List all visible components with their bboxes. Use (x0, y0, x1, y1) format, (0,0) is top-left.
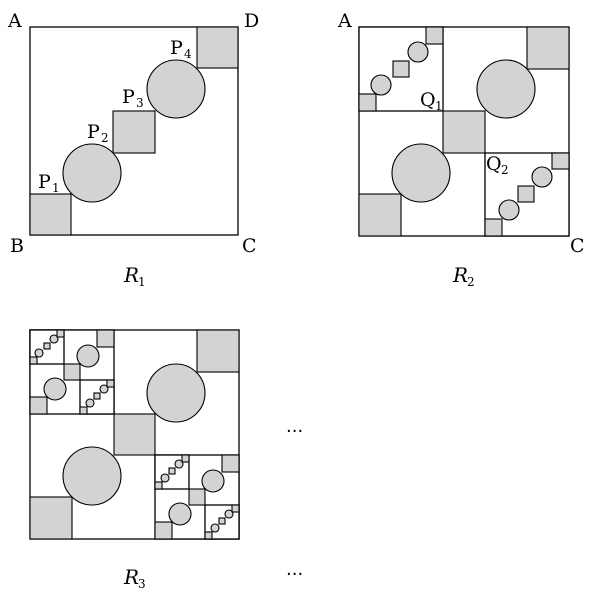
r2-small-square-bottom-left (358, 193, 402, 237)
r3-tiny-circle-2 (76, 344, 100, 368)
r1-caption: R 1 (123, 263, 146, 289)
r3-micro-circle-7 (210, 523, 220, 533)
r3-tiny-square-3 (96, 329, 115, 348)
r3-circle-upper (146, 363, 206, 423)
r2-small-square-top-right (526, 26, 570, 70)
r3-micro-circle-6 (174, 459, 184, 469)
r2-tiny-square-6 (551, 152, 570, 170)
r3-small-square-top-right (196, 329, 240, 373)
svg-text:4: 4 (184, 47, 192, 61)
r2-small-square-center (442, 110, 486, 154)
svg-text:1: 1 (138, 275, 146, 289)
svg-text:P: P (87, 121, 100, 143)
svg-text:2: 2 (467, 275, 475, 289)
r3-micro-square-11 (218, 517, 226, 525)
r3-tiny-square-5 (188, 488, 206, 506)
r3-micro-square-3 (56, 329, 65, 338)
svg-text:P: P (122, 86, 135, 108)
r3-caption: R 3 (123, 565, 146, 591)
r2-corner-label-c: C (570, 235, 585, 257)
r1-point-label-p4: P 4 (170, 37, 192, 61)
r3-micro-square-2 (43, 342, 51, 350)
r3-micro-square-9 (181, 454, 190, 463)
r3-micro-circle-5 (160, 473, 170, 483)
svg-text:3: 3 (138, 577, 146, 591)
svg-text:R: R (123, 565, 139, 589)
r2-tiny-square-2 (392, 60, 410, 78)
r3-micro-square-12 (231, 504, 240, 513)
r3-micro-circle-2 (49, 334, 59, 344)
svg-text:Q: Q (486, 153, 502, 175)
r1-corner-label-b: B (10, 235, 24, 257)
r1-circle-upper (146, 59, 206, 119)
r2-tiny-circle-4 (531, 166, 553, 188)
ellipsis-bottom: ··· (286, 564, 303, 585)
figure-r1: A D B C P 1 P 2 P 3 P 4 R 1 (7, 10, 259, 289)
r3-micro-circle-8 (224, 509, 234, 519)
r3-small-square-bottom-left (29, 496, 73, 540)
r3-tiny-square-6 (221, 454, 240, 473)
r1-small-square-center (112, 110, 156, 154)
r1-circle-lower (62, 143, 122, 203)
r3-tiny-square-2 (63, 363, 81, 381)
r3-tiny-square-1 (29, 396, 48, 415)
r3-micro-square-5 (93, 392, 101, 400)
r1-corner-label-d: D (244, 10, 259, 32)
r3-tiny-square-4 (154, 521, 173, 540)
r2-tiny-square-5 (517, 185, 535, 203)
r1-point-label-p3: P 3 (122, 86, 144, 110)
r2-tiny-square-3 (425, 26, 444, 45)
svg-text:P: P (170, 37, 183, 59)
r2-circle-lower (391, 143, 451, 203)
figure-r2: A C Q 1 Q 2 R 2 (337, 10, 585, 289)
r3-tiny-circle-4 (201, 469, 225, 493)
svg-text:1: 1 (52, 181, 60, 195)
r2-tiny-circle-2 (407, 41, 429, 63)
svg-text:2: 2 (101, 131, 109, 145)
r3-micro-square-10 (204, 531, 213, 540)
r1-small-square-bottom-left (29, 193, 72, 236)
svg-text:2: 2 (501, 163, 509, 177)
r1-corner-label-c: C (242, 235, 257, 257)
r3-micro-square-4 (79, 406, 88, 415)
r2-point-label-q2: Q 2 (486, 153, 509, 177)
svg-text:R: R (452, 263, 468, 287)
r2-tiny-square-1 (358, 93, 377, 112)
r1-small-square-top-right (196, 26, 239, 69)
r3-micro-square-1 (29, 356, 38, 365)
r1-point-label-p2: P 2 (87, 121, 109, 145)
r3-circle-lower (62, 446, 122, 506)
r3-micro-square-6 (106, 379, 115, 388)
r1-point-label-p1: P 1 (38, 171, 60, 195)
r2-corner-label-a: A (337, 10, 352, 32)
r3-small-square-center (113, 413, 156, 456)
figure-r3: R 3 (29, 329, 240, 591)
r3-tiny-circle-1 (43, 377, 67, 401)
svg-text:P: P (38, 171, 51, 193)
r3-micro-square-8 (168, 467, 176, 475)
r1-corner-label-a: A (7, 10, 22, 32)
r3-micro-circle-3 (85, 398, 95, 408)
svg-text:1: 1 (435, 99, 443, 113)
r3-micro-circle-4 (99, 384, 109, 394)
r2-circle-upper (476, 59, 536, 119)
svg-text:R: R (123, 263, 139, 287)
r2-tiny-circle-1 (370, 74, 392, 96)
svg-text:Q: Q (420, 89, 436, 111)
r2-tiny-circle-3 (498, 199, 520, 221)
r3-tiny-circle-3 (168, 502, 192, 526)
r2-point-label-q1: Q 1 (420, 89, 443, 113)
r3-micro-square-7 (154, 481, 163, 490)
svg-text:3: 3 (136, 96, 144, 110)
r3-micro-circle-1 (34, 348, 44, 358)
r2-caption: R 2 (452, 263, 475, 289)
ellipsis-middle: ··· (286, 421, 303, 442)
r2-tiny-square-4 (484, 218, 503, 237)
